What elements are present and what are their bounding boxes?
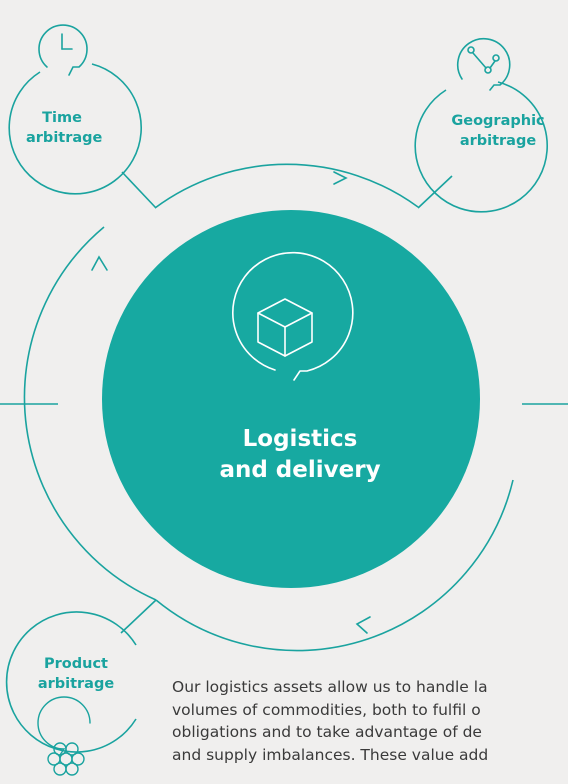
cube-icon xyxy=(232,251,354,381)
outer-ring xyxy=(23,163,514,652)
ring-arc-top xyxy=(154,163,419,209)
node-geographic-ring xyxy=(414,81,549,213)
molecule-icon xyxy=(37,696,91,776)
label-time-line2: arbitrage xyxy=(26,130,103,146)
label-time: Time arbitrage xyxy=(26,108,103,148)
body-line-2: volumes of commodities, both to fulfil o xyxy=(172,700,481,719)
label-product-line1: Product xyxy=(44,656,108,672)
body-line-4: and supply imbalances. These value add xyxy=(172,745,489,764)
ring-arc-left xyxy=(23,226,157,601)
label-geographic-line2: arbitrage xyxy=(459,133,537,149)
arrow-bottom xyxy=(355,616,371,634)
arrow-left xyxy=(91,255,108,271)
connector-time xyxy=(121,171,157,209)
node-product-ring xyxy=(5,611,137,753)
body-line-3: obligations and to take advantage of de xyxy=(172,723,482,741)
center-circle xyxy=(102,210,480,588)
label-product: Product arbitrage xyxy=(28,654,124,694)
label-geographic: Geographic arbitrage xyxy=(440,111,556,151)
node-time-ring xyxy=(8,63,143,195)
clock-icon xyxy=(38,24,88,76)
network-icon xyxy=(456,37,511,91)
label-product-line2: arbitrage xyxy=(37,676,115,692)
node-product xyxy=(5,611,137,776)
body-line-1: Our logistics assets allow us to handle … xyxy=(172,678,488,696)
center-title-line1: Logistics xyxy=(242,426,358,452)
ring-arc-bottom-right xyxy=(155,479,514,652)
node-geographic xyxy=(414,37,549,213)
arrow-top xyxy=(333,171,348,185)
cube-icon-ring xyxy=(232,251,354,381)
label-geographic-line1: Geographic xyxy=(451,113,545,129)
ring-arrows xyxy=(91,171,371,634)
center-title: Logistics and delivery xyxy=(170,424,430,486)
connector-product xyxy=(120,599,157,634)
center-title-line2: and delivery xyxy=(219,457,381,483)
body-paragraph: Our logistics assets allow us to handle … xyxy=(172,676,568,766)
node-time xyxy=(8,24,143,195)
label-time-line1: Time xyxy=(42,110,82,126)
